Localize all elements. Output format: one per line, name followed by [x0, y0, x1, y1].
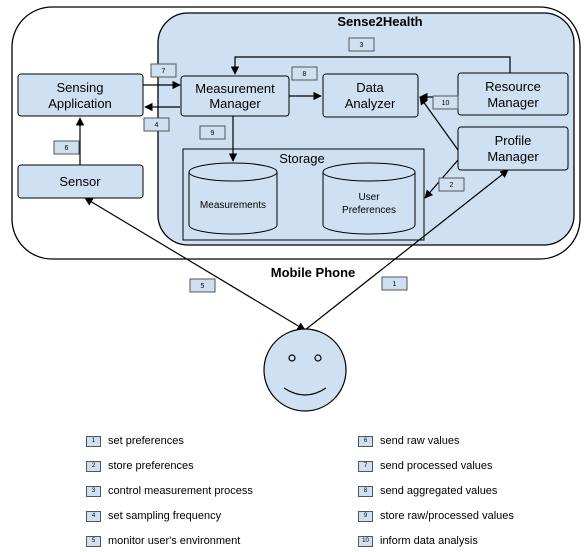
legend-text-5: monitor user's environment: [108, 535, 241, 547]
legend-badge-7: 7: [358, 460, 373, 472]
legend-badge-2: 2: [86, 460, 101, 472]
legend-text-3: control measurement process: [108, 485, 253, 497]
badge-9: 9: [199, 125, 226, 140]
legend-item-8: 8 send aggregated values: [358, 484, 497, 498]
badge-7: 7: [150, 63, 177, 78]
legend-text-2: store preferences: [108, 460, 194, 472]
legend-item-6: 6 send raw values: [358, 434, 460, 448]
resource-manager-label-1: Resource: [485, 79, 541, 94]
profile-manager-box: [457, 126, 569, 171]
svg-text:8: 8: [303, 71, 307, 78]
legend-item-4: 4 set sampling frequency: [86, 509, 221, 523]
badge-10: 10: [432, 95, 459, 110]
arrow-control-measurement: [230, 56, 511, 75]
user-preferences-database: [322, 162, 416, 235]
svg-text:6: 6: [65, 145, 69, 152]
profile-manager-label-1: Profile: [495, 133, 532, 148]
legend-badge-4: 4: [86, 510, 101, 522]
resource-manager-label-2: Manager: [487, 95, 539, 110]
arrow-profile-to-analyzer: [419, 96, 459, 151]
user-face-icon: [263, 328, 347, 412]
data-analyzer-box: [322, 73, 419, 118]
badge-3: 3: [348, 37, 375, 52]
user-preferences-label-2: Preferences: [342, 205, 396, 216]
legend-item-5: 5 monitor user's environment: [86, 534, 240, 548]
legend-text-9: store raw/processed values: [380, 510, 514, 522]
mobile-phone-label: Mobile Phone: [271, 265, 356, 280]
legend-item-10: 10 inform data analysis: [358, 534, 478, 548]
svg-text:4: 4: [155, 122, 159, 129]
legend-item-3: 3 control measurement process: [86, 484, 253, 498]
legend-text-4: set sampling frequency: [108, 510, 222, 522]
legend-item-7: 7 send processed values: [358, 459, 493, 473]
legend-badge-6: 6: [358, 435, 373, 447]
legend-item-1: 1 set preferences: [86, 434, 184, 448]
legend-text-1: set preferences: [108, 435, 184, 447]
sense2health-title: Sense2Health: [337, 14, 422, 29]
svg-text:9: 9: [211, 130, 215, 137]
user-preferences-label-1: User: [358, 192, 380, 203]
data-analyzer-label-2: Analyzer: [345, 96, 396, 111]
badge-1: 1: [381, 276, 408, 291]
badge-4: 4: [143, 117, 170, 132]
legend-item-2: 2 store preferences: [86, 459, 194, 473]
legend-item-9: 9 store raw/processed values: [358, 509, 514, 523]
storage-label: Storage: [279, 151, 325, 166]
svg-text:10: 10: [442, 100, 450, 107]
sensing-application-label-1: Sensing: [57, 80, 104, 95]
legend-badge-9: 9: [358, 510, 373, 522]
legend-badge-5: 5: [86, 535, 101, 547]
legend-badge-3: 3: [86, 485, 101, 497]
svg-text:7: 7: [162, 68, 166, 75]
legend-text-8: send aggregated values: [380, 485, 498, 497]
badge-5: 5: [189, 278, 216, 293]
profile-manager-label-2: Manager: [487, 149, 539, 164]
legend-text-7: send processed values: [380, 460, 493, 472]
legend-badge-1: 1: [86, 435, 101, 447]
sensor-label: Sensor: [59, 174, 101, 189]
data-analyzer-label-1: Data: [356, 80, 384, 95]
legend-text-10: inform data analysis: [380, 535, 478, 547]
svg-text:5: 5: [201, 283, 205, 290]
resource-manager-box: [457, 72, 569, 116]
arrow-monitor-environment: [84, 197, 306, 331]
svg-text:1: 1: [393, 281, 397, 288]
svg-text:2: 2: [450, 182, 454, 189]
legend-badge-10: 10: [358, 535, 373, 547]
measurement-manager-label-1: Measurement: [195, 81, 275, 96]
measurement-manager-label-2: Manager: [209, 96, 261, 111]
legend-badge-8: 8: [358, 485, 373, 497]
legend-text-6: send raw values: [380, 435, 460, 447]
sensing-application-label-2: Application: [48, 96, 112, 111]
arrow-set-preferences: [304, 169, 509, 331]
svg-text:3: 3: [360, 42, 364, 49]
badge-2: 2: [438, 177, 465, 192]
badge-6: 6: [53, 140, 80, 155]
badge-8: 8: [291, 66, 318, 81]
sensing-application-box: [17, 73, 144, 117]
